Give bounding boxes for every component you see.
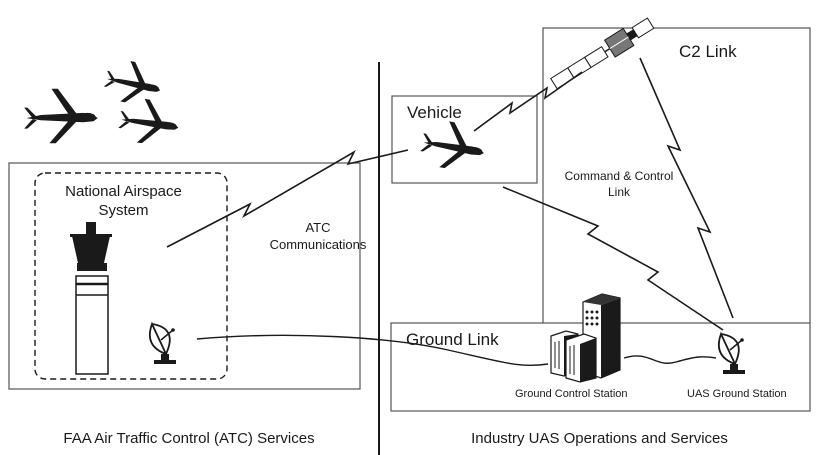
atc-communications-line: Communications xyxy=(269,237,367,252)
gcs-uas-ground-link xyxy=(623,355,717,364)
national-airspace-line: System xyxy=(98,202,149,219)
uav-icon xyxy=(101,56,165,110)
national-airspace-boundary xyxy=(34,172,228,380)
control-tower-icon xyxy=(70,222,112,375)
faa-panel xyxy=(8,162,361,390)
industry-region-label: Industry UAS Operations and Services xyxy=(471,430,728,447)
atc-communications-link xyxy=(166,149,409,248)
faa-region-label: FAA Air Traffic Control (ATC) Services xyxy=(63,430,315,447)
vehicle-label: Vehicle xyxy=(407,103,462,122)
radar-dish-icon xyxy=(148,321,176,364)
c2-link-label: C2 Link xyxy=(679,42,737,61)
atc-communications-label: ATC Communications xyxy=(258,219,378,253)
uav-icon xyxy=(116,95,182,148)
uas-ground-station-label: UAS Ground Station xyxy=(687,388,787,400)
atc-ground-link xyxy=(196,334,549,366)
server-rack-icon xyxy=(550,293,621,383)
c2-link-panel xyxy=(542,27,811,325)
command-control-link xyxy=(502,186,724,331)
uav-icon xyxy=(24,88,98,144)
ground-link-label: Ground Link xyxy=(406,330,499,349)
satellite-icon xyxy=(550,17,655,90)
radar-dish-icon xyxy=(717,331,745,374)
atc-communications-line: ATC xyxy=(305,220,331,235)
command-control-link-label: Command & Control Link xyxy=(550,168,688,200)
vehicle-satellite-link xyxy=(473,71,583,132)
uav-swarm xyxy=(24,56,182,148)
command-control-line: Link xyxy=(607,185,630,199)
national-airspace-line: National Airspace xyxy=(65,183,182,200)
ground-control-station-label: Ground Control Station xyxy=(515,388,628,400)
command-control-line: Command & Control xyxy=(564,169,674,183)
national-airspace-label: National Airspace System xyxy=(56,182,191,220)
satellite-ground-link xyxy=(639,57,734,319)
